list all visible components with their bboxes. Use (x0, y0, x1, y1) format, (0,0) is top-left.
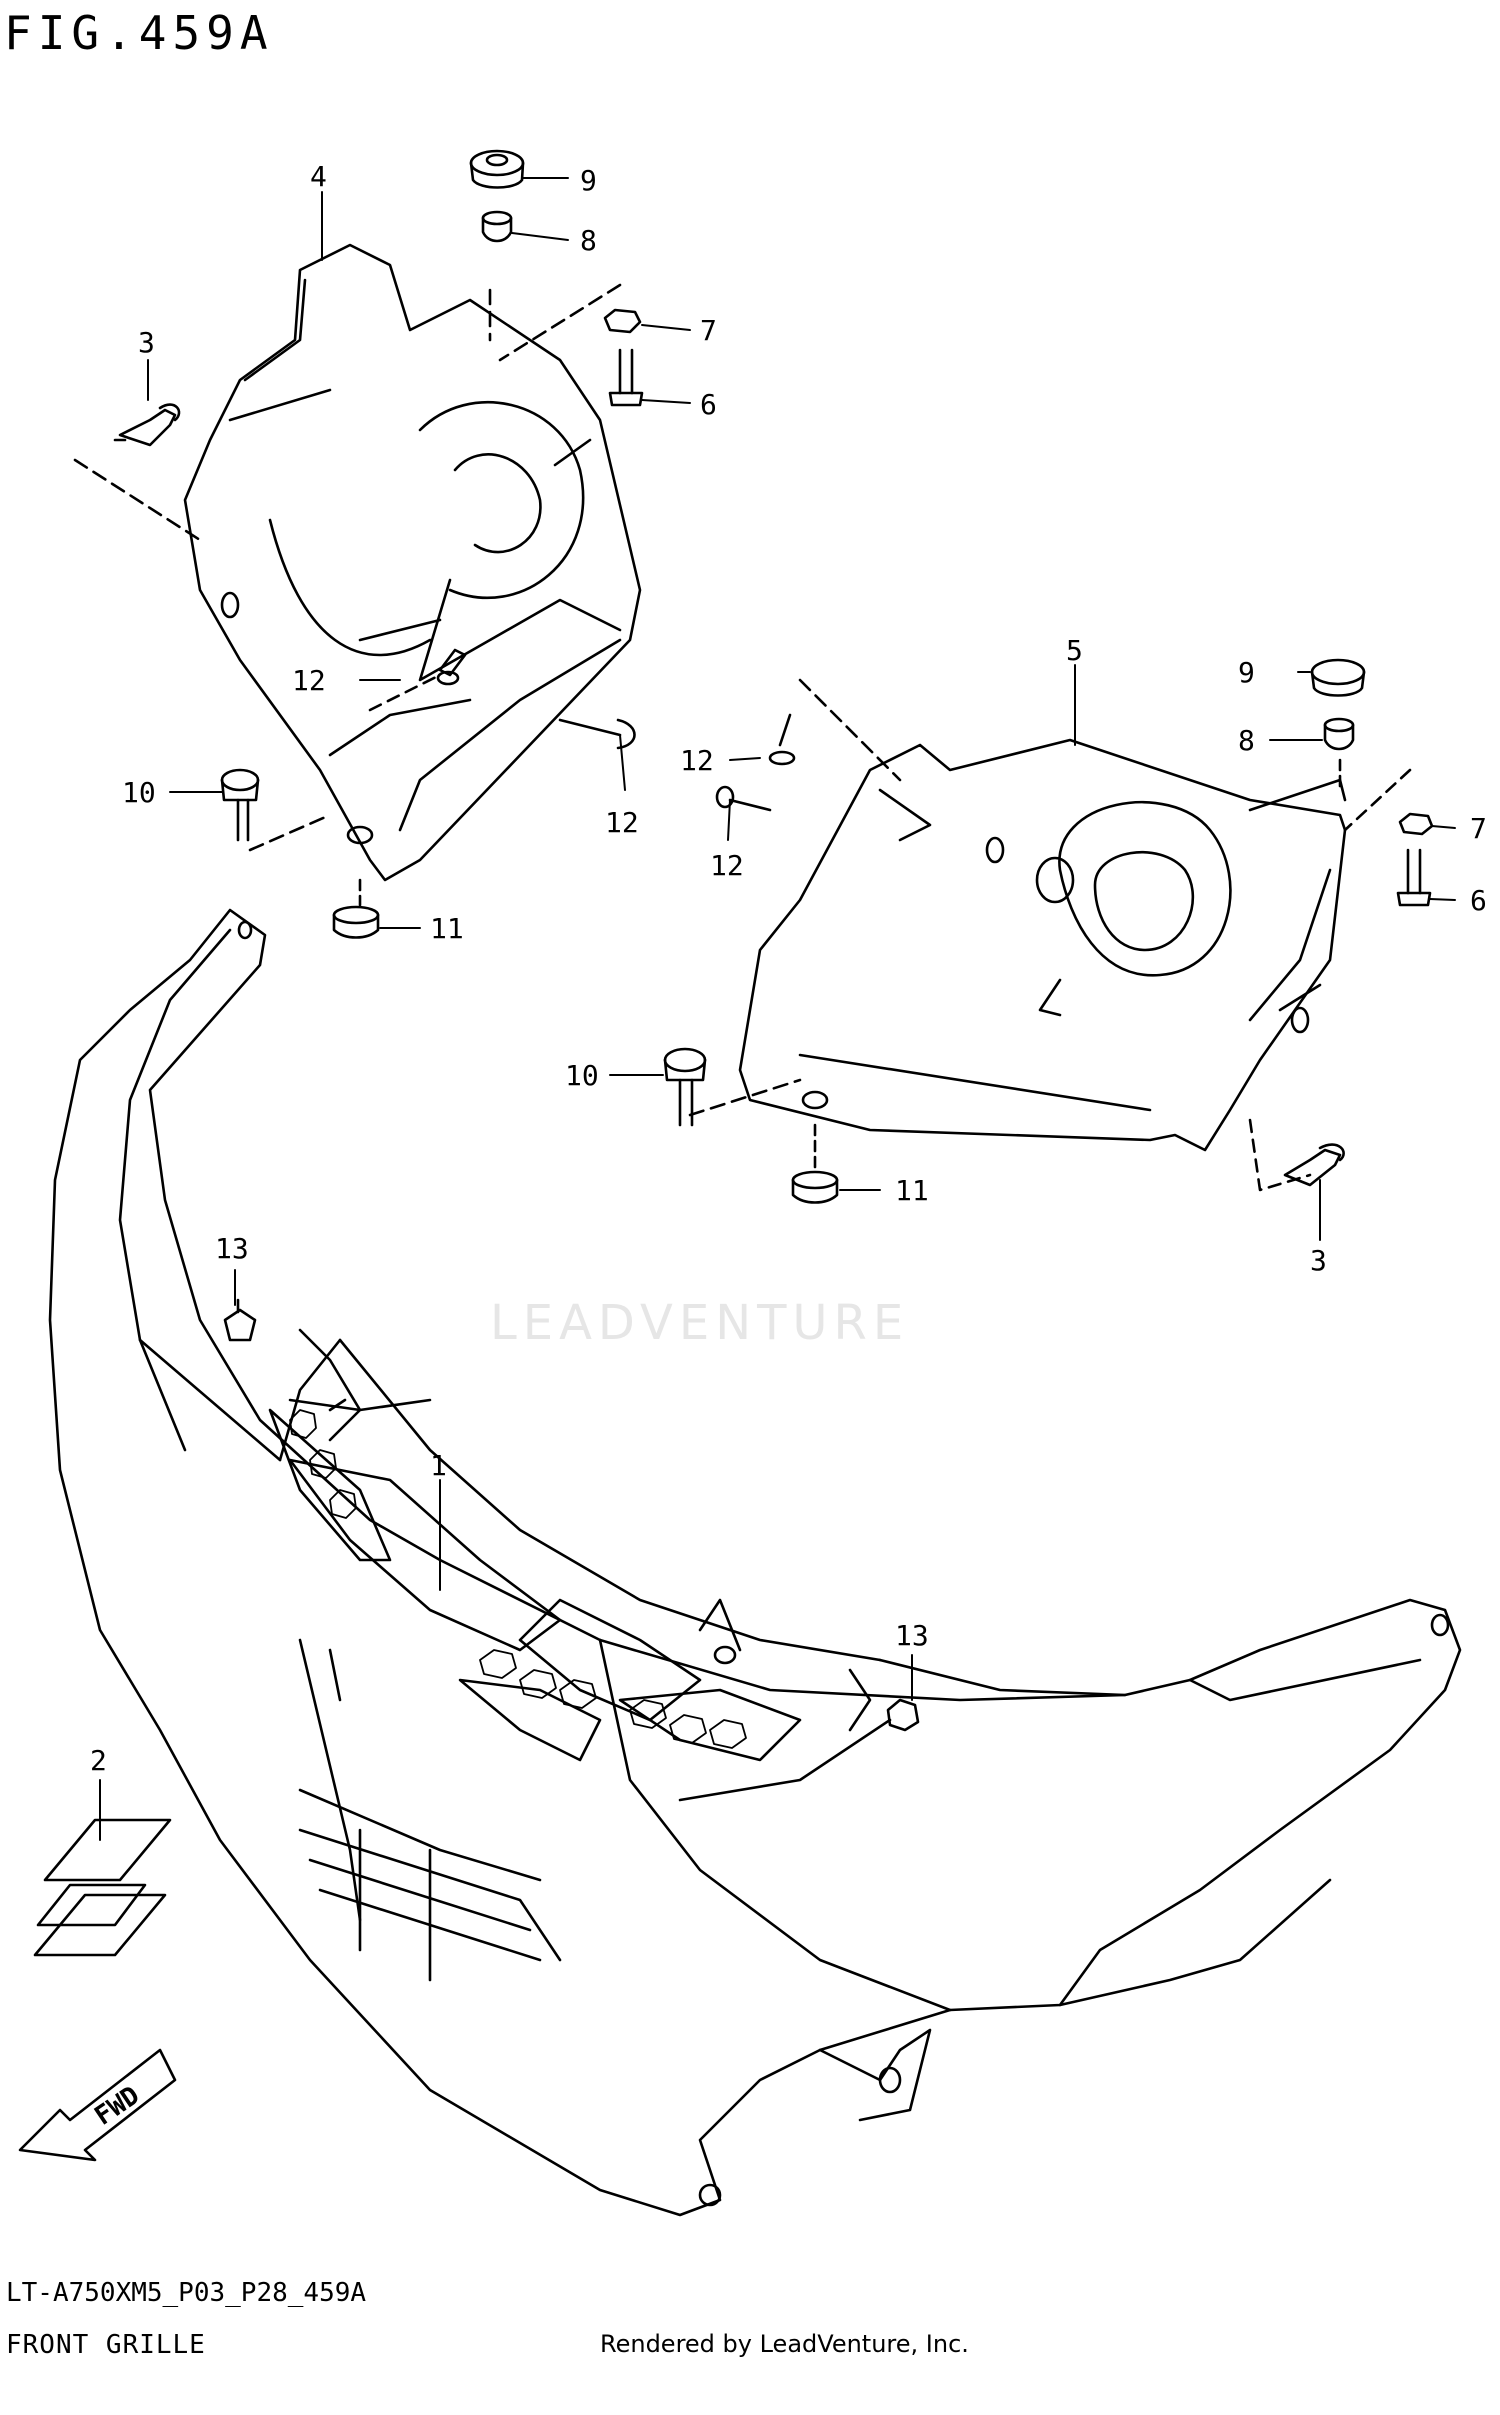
callout-11: 11 (895, 1174, 929, 1207)
callout-8: 8 (580, 224, 597, 257)
callout-13: 13 (215, 1232, 249, 1265)
leader-lines (99, 177, 1456, 1841)
fasteners (113, 149, 1434, 1732)
rendered-by-credit: Rendered by LeadVenture, Inc. (600, 2330, 969, 2358)
figure-title: FIG.459A (4, 6, 274, 60)
callout-9: 9 (1238, 656, 1255, 689)
callout-labels: 4 9 8 7 6 3 12 12 10 11 5 9 8 7 6 12 12 … (89, 160, 1486, 2132)
callout-7: 7 (1470, 812, 1487, 845)
callout-3: 3 (138, 326, 155, 359)
callout-8: 8 (1238, 724, 1255, 757)
callout-6: 6 (700, 388, 717, 421)
watermark-text: LEADVENTURE (490, 1295, 910, 1351)
callout-10: 10 (565, 1059, 599, 1092)
callout-6: 6 (1470, 884, 1487, 917)
callout-11: 11 (430, 912, 464, 945)
callout-12: 12 (605, 806, 639, 839)
callout-2: 2 (90, 1744, 107, 1777)
callout-12: 12 (710, 849, 744, 882)
callout-7: 7 (700, 314, 717, 347)
fwd-arrow (18, 2048, 177, 2162)
callout-10: 10 (122, 776, 156, 809)
callout-4: 4 (310, 160, 327, 193)
callout-9: 9 (580, 164, 597, 197)
callout-1: 1 (430, 1449, 447, 1482)
left-bracket-part-4 (73, 243, 642, 907)
model-code: LT-A750XM5_P03_P28_459A (6, 2278, 367, 2308)
callout-12: 12 (680, 744, 714, 777)
callout-13: 13 (895, 1619, 929, 1652)
callout-3: 3 (1310, 1244, 1327, 1277)
fwd-label: FWD (89, 2081, 145, 2132)
callout-12: 12 (292, 664, 326, 697)
emblem-part-2 (33, 1818, 172, 1957)
right-bracket-part-5 (688, 678, 1412, 1192)
section-name: FRONT GRILLE (6, 2330, 206, 2360)
front-grille-part-1 (48, 908, 1462, 2217)
callout-5: 5 (1066, 634, 1083, 667)
